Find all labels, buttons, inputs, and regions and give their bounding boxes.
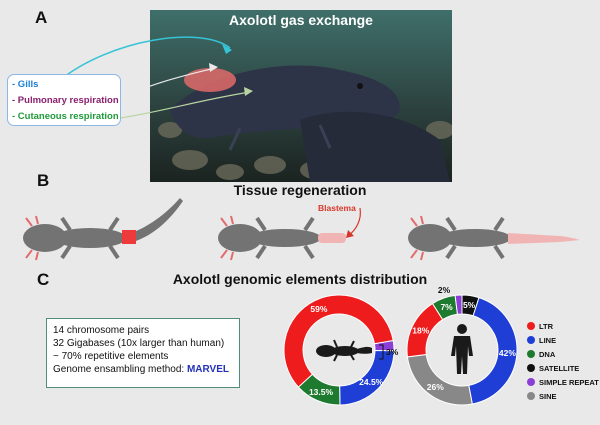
- legend-dna-label: DNA: [539, 350, 556, 359]
- legend-sine: SINE: [527, 392, 557, 401]
- simple-repeat-swatch: [527, 378, 535, 386]
- gills-arrow: [59, 36, 231, 81]
- slice-label-simple-repeat: 2%: [438, 285, 451, 295]
- sine-swatch: [527, 392, 535, 400]
- gills-label: - Gills: [12, 79, 39, 90]
- genome-facts-box: 14 chromosome pairs 32 Gigabases (10x la…: [46, 318, 240, 388]
- legend-simple-repeat-label: SIMPLE REPEAT: [539, 378, 599, 387]
- satellite-swatch: [527, 364, 535, 372]
- slice-label-ltr: 18%: [412, 326, 429, 336]
- legend-satellite-label: SATELLITE: [539, 364, 580, 373]
- photo-title: Axolotl gas exchange: [229, 12, 373, 28]
- regeneration-title: Tissue regeneration: [233, 182, 367, 198]
- slice-label-satellite: 5%: [463, 300, 476, 310]
- slice-label-line: 42%: [499, 348, 516, 358]
- slice-label-line: 24.5%: [359, 377, 384, 387]
- fact-gigabases: 32 Gigabases (10x larger than human): [53, 338, 225, 349]
- dna-swatch: [527, 350, 535, 358]
- cutaneous-label: - Cutaneous respiration: [12, 111, 119, 122]
- slice-label-dna: 7%: [440, 302, 453, 312]
- human-silhouette-icon: [451, 324, 473, 374]
- fact-method: Genome ensambling method: MARVEL: [53, 363, 239, 376]
- axolotl-regenerated: [408, 215, 580, 261]
- human-donut: 5% 42% 26% 18% 7% 2%: [406, 285, 518, 406]
- legend-ltr: LTR: [527, 322, 553, 331]
- legend-satellite: SATELLITE: [527, 364, 579, 373]
- axolotl-blastema: [218, 207, 361, 261]
- fact-repetitive: ~ 70% repetitive elements: [53, 351, 169, 362]
- cutaneous-arrow: [119, 91, 251, 119]
- panel-letter-a: A: [35, 8, 48, 27]
- pulmonary-arrow: [119, 67, 216, 99]
- slice-label-ltr: 59%: [310, 304, 327, 314]
- legend-sine-label: SINE: [539, 392, 557, 401]
- panel-letter-c: C: [37, 270, 50, 289]
- legend-simple-repeat: SIMPLE REPEAT: [527, 378, 599, 387]
- slice-simple-repeat: [454, 294, 463, 315]
- fact-chromosomes: 14 chromosome pairs: [53, 325, 150, 336]
- slice-label-sine: 26%: [427, 382, 444, 392]
- axolotl-silhouette-icon: [316, 339, 372, 362]
- legend-ltr-label: LTR: [539, 322, 554, 331]
- legend-line: LINE: [527, 336, 556, 345]
- slice-label-dna: 13.5%: [309, 387, 334, 397]
- three-percent-bracket: [379, 344, 384, 360]
- method-marvel: MARVEL: [186, 364, 230, 375]
- regeneration-illustration: [23, 198, 580, 261]
- slice-ltr: [283, 294, 394, 388]
- genomic-title: Axolotl genomic elements distribution: [172, 271, 428, 287]
- axolotl-donut: 24.5% 13.5% 59%: [283, 294, 395, 406]
- line-swatch: [527, 336, 535, 344]
- panel-letter-b: B: [37, 171, 50, 190]
- axolotl-injured: [23, 198, 183, 261]
- legend-line-label: LINE: [539, 336, 557, 345]
- gas-exchange-legend: - Gills - Pulmonary respiration - Cutane…: [7, 74, 121, 126]
- legend-dna: DNA: [527, 350, 555, 359]
- fact-method-label: Genome ensambling method:: [53, 364, 187, 375]
- pulmonary-label: - Pulmonary respiration: [12, 95, 119, 106]
- ltr-swatch: [527, 322, 535, 330]
- blastema-label: Blastema: [318, 203, 356, 213]
- axolotl-small-label: 3%: [386, 347, 399, 357]
